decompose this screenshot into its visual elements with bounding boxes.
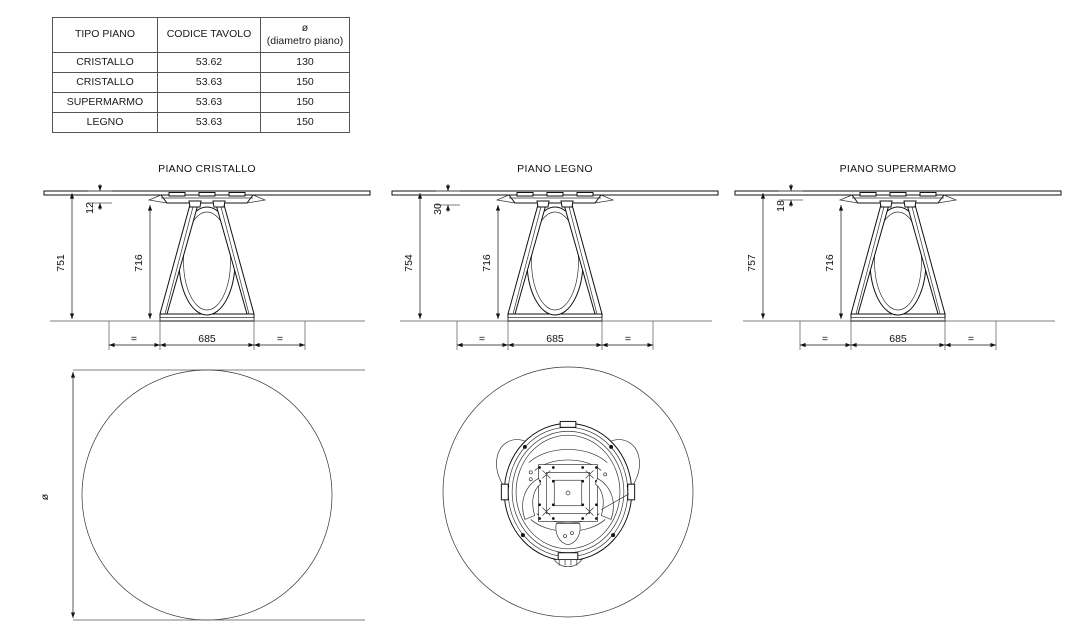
view-title-cristallo: PIANO CRISTALLO: [158, 163, 256, 175]
view-piano-legno: PIANO LEGNO 754 30 716 = 685 =: [391, 163, 719, 618]
dim-top-thickness-supermarmo: 18: [775, 200, 787, 212]
view-piano-cristallo: PIANO CRISTALLO 751 12 716: [39, 163, 371, 621]
dim-equal-left-legno: =: [479, 333, 485, 345]
cell-diametro: 150: [260, 112, 350, 133]
dim-clearance-supermarmo: 716: [824, 254, 836, 272]
dim-equal-right-cristallo: =: [277, 333, 283, 345]
dim-total-height-supermarmo: 757: [746, 254, 758, 272]
dim-equal-right-supermarmo: =: [968, 333, 974, 345]
cell-codice: 53.63: [157, 112, 261, 133]
cell-diametro: 150: [260, 72, 350, 93]
table-header-row: TIPO PIANO CODICE TAVOLO ø (diametro pia…: [52, 17, 350, 53]
plan-circle-cristallo: [81, 369, 333, 621]
view-title-supermarmo: PIANO SUPERMARMO: [840, 163, 957, 175]
plan-base-assembly: [496, 420, 640, 567]
dim-clearance-legno: 716: [481, 254, 493, 272]
view-piano-supermarmo: PIANO SUPERMARMO 757 18 716 = 685: [734, 163, 1062, 350]
table-row: SUPERMARMO 53.63 150: [52, 92, 350, 113]
table-row: CRISTALLO 53.62 130: [52, 52, 350, 73]
diameter-subtitle: (diametro piano): [266, 35, 344, 47]
table-row: LEGNO 53.63 150: [52, 112, 350, 133]
dim-total-height-legno: 754: [403, 254, 415, 272]
dim-top-thickness-cristallo: 12: [84, 202, 96, 214]
plan-diameter-label-cristallo: ø: [39, 493, 51, 500]
dim-base-width-cristallo: 685: [198, 333, 216, 345]
cell-tipo: LEGNO: [52, 112, 158, 133]
dim-total-height-cristallo: 751: [55, 254, 67, 272]
dim-base-width-legno: 685: [546, 333, 564, 345]
column-header-tipo-piano: TIPO PIANO: [52, 17, 158, 53]
spec-table: TIPO PIANO CODICE TAVOLO ø (diametro pia…: [52, 17, 350, 133]
dim-base-width-supermarmo: 685: [889, 333, 907, 345]
column-header-codice-tavolo: CODICE TAVOLO: [157, 17, 261, 53]
dim-equal-right-legno: =: [625, 333, 631, 345]
cell-tipo: CRISTALLO: [52, 52, 158, 73]
dim-clearance-cristallo: 716: [133, 254, 145, 272]
diameter-symbol: ø: [301, 21, 309, 34]
cell-codice: 53.62: [157, 52, 261, 73]
view-title-legno: PIANO LEGNO: [517, 163, 593, 175]
dim-equal-left-supermarmo: =: [822, 333, 828, 345]
dim-top-thickness-legno: 30: [432, 203, 444, 215]
dim-equal-left-cristallo: =: [131, 333, 137, 345]
